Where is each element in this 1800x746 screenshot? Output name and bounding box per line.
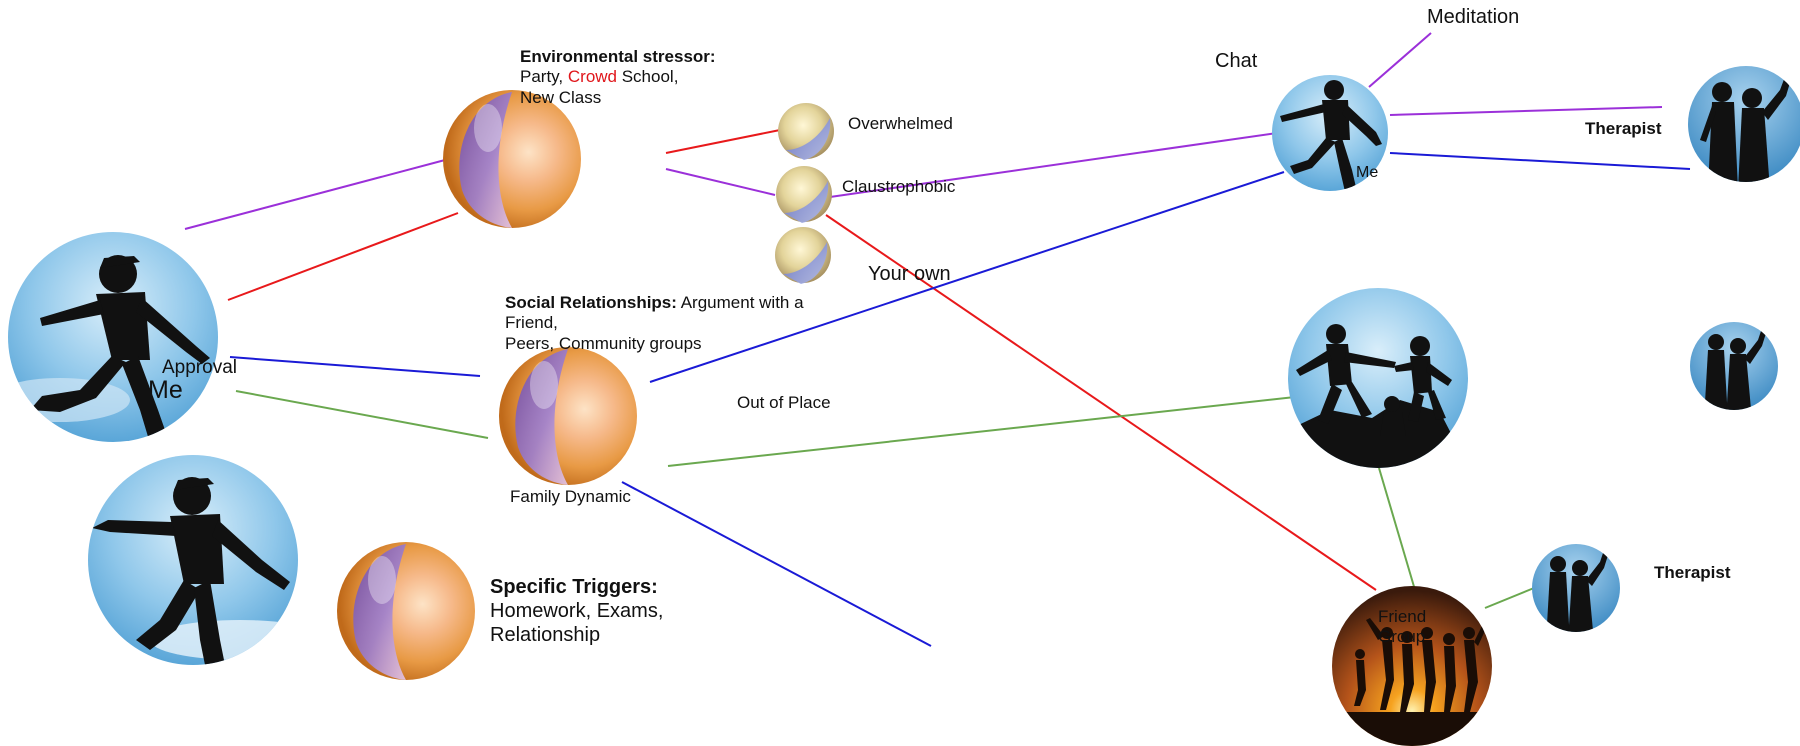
me-right-label: Me bbox=[1356, 163, 1378, 182]
connector-line bbox=[1369, 33, 1431, 87]
your-own-label: Your own bbox=[868, 262, 951, 286]
connector-line bbox=[1390, 153, 1690, 169]
connector-line bbox=[1390, 107, 1662, 115]
specific-triggers-line-2: Relationship bbox=[490, 623, 663, 647]
family-dynamic-label: Family Dynamic bbox=[510, 487, 631, 507]
connector-line bbox=[622, 482, 931, 646]
connector-line bbox=[666, 169, 775, 195]
specific-triggers-heading: Specific Triggers: bbox=[490, 575, 663, 599]
marble-social bbox=[499, 347, 637, 485]
me-left-lower-node bbox=[88, 455, 330, 690]
specific-triggers-line-1: Homework, Exams, bbox=[490, 599, 663, 623]
out-of-place-label: Out of Place bbox=[737, 393, 831, 413]
social-text-b: Friend, bbox=[505, 313, 855, 333]
therapist-top-node bbox=[1688, 66, 1800, 190]
friend-group-line-1: Friend bbox=[1378, 607, 1426, 627]
connector-line bbox=[666, 130, 780, 153]
marble-claustrophobic bbox=[776, 166, 832, 223]
marble-your-own bbox=[775, 227, 831, 284]
social-text-c: Peers, Community groups bbox=[505, 334, 855, 354]
environmental-stressor-line-2: New Class bbox=[520, 88, 716, 108]
claustrophobic-label: Claustrophobic bbox=[842, 177, 955, 197]
marble-environmental bbox=[443, 90, 581, 228]
therapist-bottom-node bbox=[1532, 544, 1620, 642]
connector-line bbox=[1379, 468, 1415, 590]
therapist-bottom-label: Therapist bbox=[1654, 563, 1731, 583]
therapist-top-label: Therapist bbox=[1585, 119, 1662, 139]
marble-overwhelmed bbox=[778, 103, 834, 160]
connector-line bbox=[1485, 588, 1534, 608]
two-people-node bbox=[1690, 322, 1778, 420]
support-climbers-node bbox=[1288, 288, 1470, 470]
me-left-node bbox=[0, 232, 218, 450]
connector-line bbox=[228, 213, 458, 300]
social-text-a: Argument with a bbox=[677, 293, 804, 312]
specific-triggers-text: Specific Triggers: Homework, Exams, Rela… bbox=[490, 575, 663, 647]
social-relationships-text: Social Relationships: Argument with a Fr… bbox=[505, 293, 855, 354]
friend-group-label: Friend Group bbox=[1378, 607, 1426, 648]
social-relationships-heading: Social Relationships: bbox=[505, 293, 677, 312]
connector-line bbox=[230, 357, 480, 376]
connector-line bbox=[185, 160, 445, 229]
meditation-label: Meditation bbox=[1427, 5, 1519, 29]
env-text-b: School, bbox=[617, 67, 678, 86]
overwhelmed-label: Overwhelmed bbox=[848, 114, 953, 134]
friend-group-line-2: Group bbox=[1378, 627, 1426, 647]
me-left-label: Me bbox=[148, 375, 183, 405]
env-text-a: Party, bbox=[520, 67, 568, 86]
env-crowd-text: Crowd bbox=[568, 67, 617, 86]
marble-specific bbox=[337, 542, 475, 680]
connector-line bbox=[236, 391, 488, 438]
environmental-stressor-heading: Environmental stressor: bbox=[520, 47, 716, 67]
chat-label: Chat bbox=[1215, 49, 1257, 73]
environmental-stressor-text: Environmental stressor: Party, Crowd Sch… bbox=[520, 47, 716, 108]
environmental-stressor-line: Party, Crowd School, bbox=[520, 67, 716, 87]
